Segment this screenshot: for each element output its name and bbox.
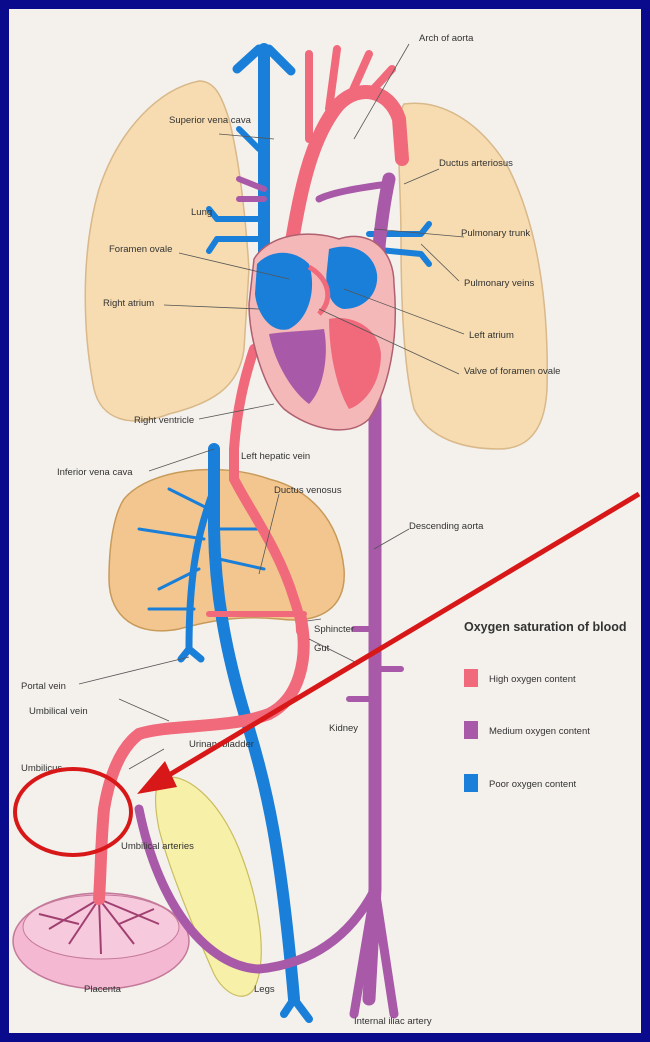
label-foramen-ovale: Foramen ovale (109, 244, 172, 255)
label-ductus-venosus: Ductus venosus (274, 485, 342, 496)
label-pulmonary-trunk: Pulmonary trunk (461, 228, 530, 239)
legend-title: Oxygen saturation of blood (464, 620, 627, 634)
label-portal-vein: Portal vein (21, 681, 66, 692)
label-kidney: Kidney (329, 723, 358, 734)
legend-swatch-high (464, 669, 478, 687)
label-arch-of-aorta: Arch of aorta (419, 33, 474, 44)
annotation-circle (15, 769, 131, 855)
legend-label-poor: Poor oxygen content (489, 779, 577, 790)
legend: Oxygen saturation of blood High oxygen c… (464, 620, 627, 792)
label-valve-of-foramen-ovale: Valve of foramen ovale (464, 366, 560, 377)
label-ductus-arteriosus: Ductus arteriosus (439, 158, 513, 169)
label-lung: Lung (191, 207, 212, 218)
diagram-frame: Arch of aorta Superior vena cava Ductus … (9, 9, 641, 1033)
heart (249, 234, 395, 430)
left-lung-shape (399, 103, 548, 449)
label-descending-aorta: Descending aorta (409, 521, 484, 532)
label-inferior-vena-cava: Inferior vena cava (57, 467, 133, 478)
legend-label-high: High oxygen content (489, 674, 576, 685)
label-placenta: Placenta (84, 984, 122, 995)
label-internal-iliac-artery: Internal iliac artery (354, 1016, 432, 1027)
label-umbilical-vein: Umbilical vein (29, 706, 88, 717)
label-legs: Legs (254, 984, 275, 995)
label-superior-vena-cava: Superior vena cava (169, 115, 252, 126)
label-right-atrium: Right atrium (103, 298, 154, 309)
legend-label-medium: Medium oxygen content (489, 726, 590, 737)
legend-swatch-poor (464, 774, 478, 792)
label-left-hepatic-vein: Left hepatic vein (241, 451, 310, 462)
legend-swatch-medium (464, 721, 478, 739)
label-pulmonary-veins: Pulmonary veins (464, 278, 534, 289)
label-umbilical-arteries: Umbilical arteries (121, 841, 194, 852)
label-right-ventricle: Right ventricle (134, 415, 194, 426)
label-left-atrium: Left atrium (469, 330, 514, 341)
placenta-shape (13, 893, 189, 989)
label-gut: Gut (314, 643, 330, 654)
label-sphincter: Sphincter (314, 624, 354, 635)
fetal-circulation-diagram: Arch of aorta Superior vena cava Ductus … (9, 9, 641, 1033)
